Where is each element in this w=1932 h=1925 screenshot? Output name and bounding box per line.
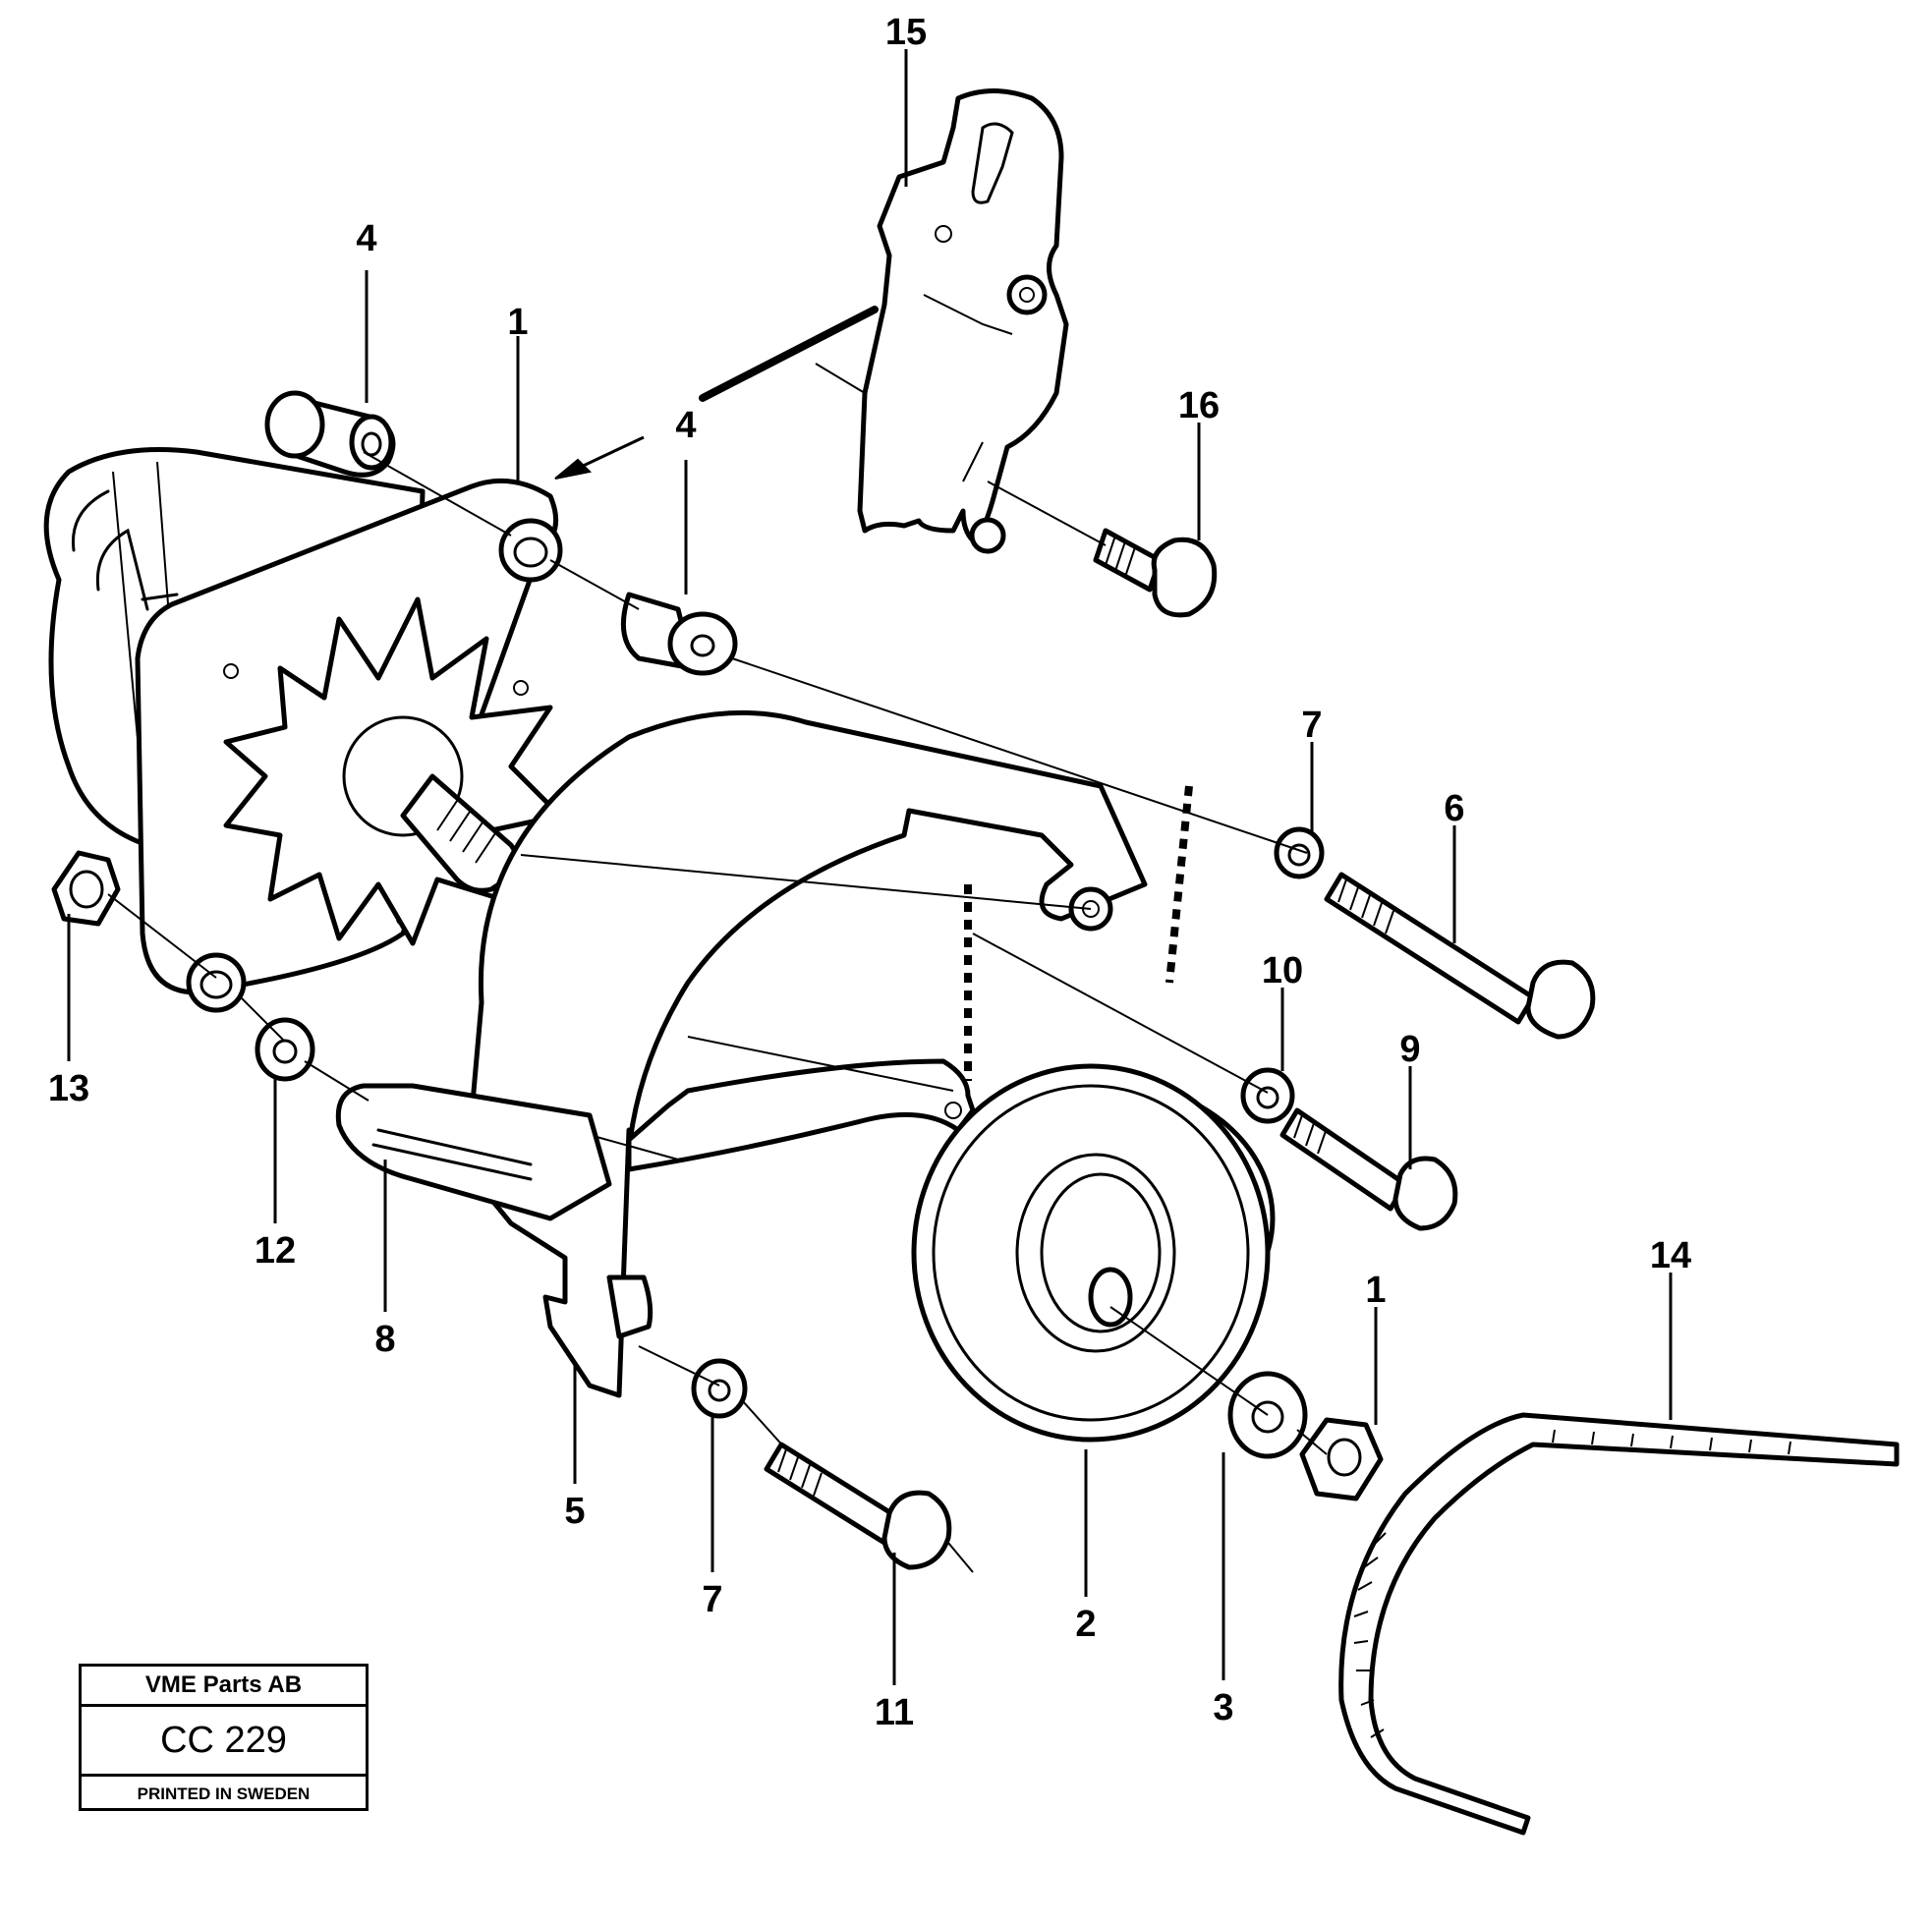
callout-leaders <box>67 49 1673 1685</box>
callout-14: 14 <box>1650 1235 1691 1276</box>
bolt-6 <box>1324 872 1596 1040</box>
washer-7-top <box>1274 826 1325 879</box>
callout-1-nut: 1 <box>1365 1270 1386 1311</box>
printed-note: PRINTED IN SWEDEN <box>137 1784 311 1803</box>
callout-7-bottom: 7 <box>702 1579 722 1620</box>
title-block: VME Parts AB CC 229 PRINTED IN SWEDEN <box>79 1664 369 1811</box>
bolt-16 <box>1093 528 1218 618</box>
bracket-upper <box>857 88 1069 554</box>
callout-7-top: 7 <box>1301 705 1322 746</box>
callout-4-top: 4 <box>356 218 376 259</box>
callout-6: 6 <box>1444 788 1464 829</box>
callout-4-middle: 4 <box>675 405 696 446</box>
nut-1 <box>1299 1417 1384 1501</box>
callout-15: 15 <box>885 12 927 53</box>
callout-10: 10 <box>1262 950 1303 991</box>
callout-12: 12 <box>255 1230 296 1272</box>
callout-1-alternator: 1 <box>507 302 528 343</box>
spacer-sleeve-middle <box>620 592 738 676</box>
callout-2: 2 <box>1075 1604 1096 1645</box>
adjusting-bracket <box>335 1083 653 1339</box>
nut-13 <box>51 850 121 927</box>
callout-16: 16 <box>1178 385 1220 426</box>
callout-labels: 15 4 1 4 16 7 6 10 9 13 12 8 5 7 11 2 3 … <box>48 12 1691 1733</box>
pulley <box>911 1063 1276 1443</box>
bolt-9 <box>1279 1107 1458 1231</box>
callout-3: 3 <box>1213 1687 1233 1728</box>
callout-5: 5 <box>564 1491 585 1532</box>
callout-11: 11 <box>875 1692 914 1733</box>
washer-7-bottom <box>691 1358 748 1419</box>
drawing-code: CC 229 <box>82 1707 366 1777</box>
company-name: VME Parts AB <box>82 1667 366 1707</box>
bolt-11 <box>764 1442 952 1570</box>
washer-12 <box>255 1017 315 1082</box>
washer-10 <box>1240 1067 1295 1124</box>
callout-9: 9 <box>1399 1029 1420 1070</box>
belt-guard <box>464 709 1148 1398</box>
assembly-lines <box>107 306 1328 1573</box>
v-belt <box>1338 1412 1900 1836</box>
alternator <box>43 447 563 1013</box>
callout-8: 8 <box>374 1319 395 1360</box>
callout-13: 13 <box>48 1068 89 1109</box>
spacer-sleeve-top <box>264 390 396 478</box>
